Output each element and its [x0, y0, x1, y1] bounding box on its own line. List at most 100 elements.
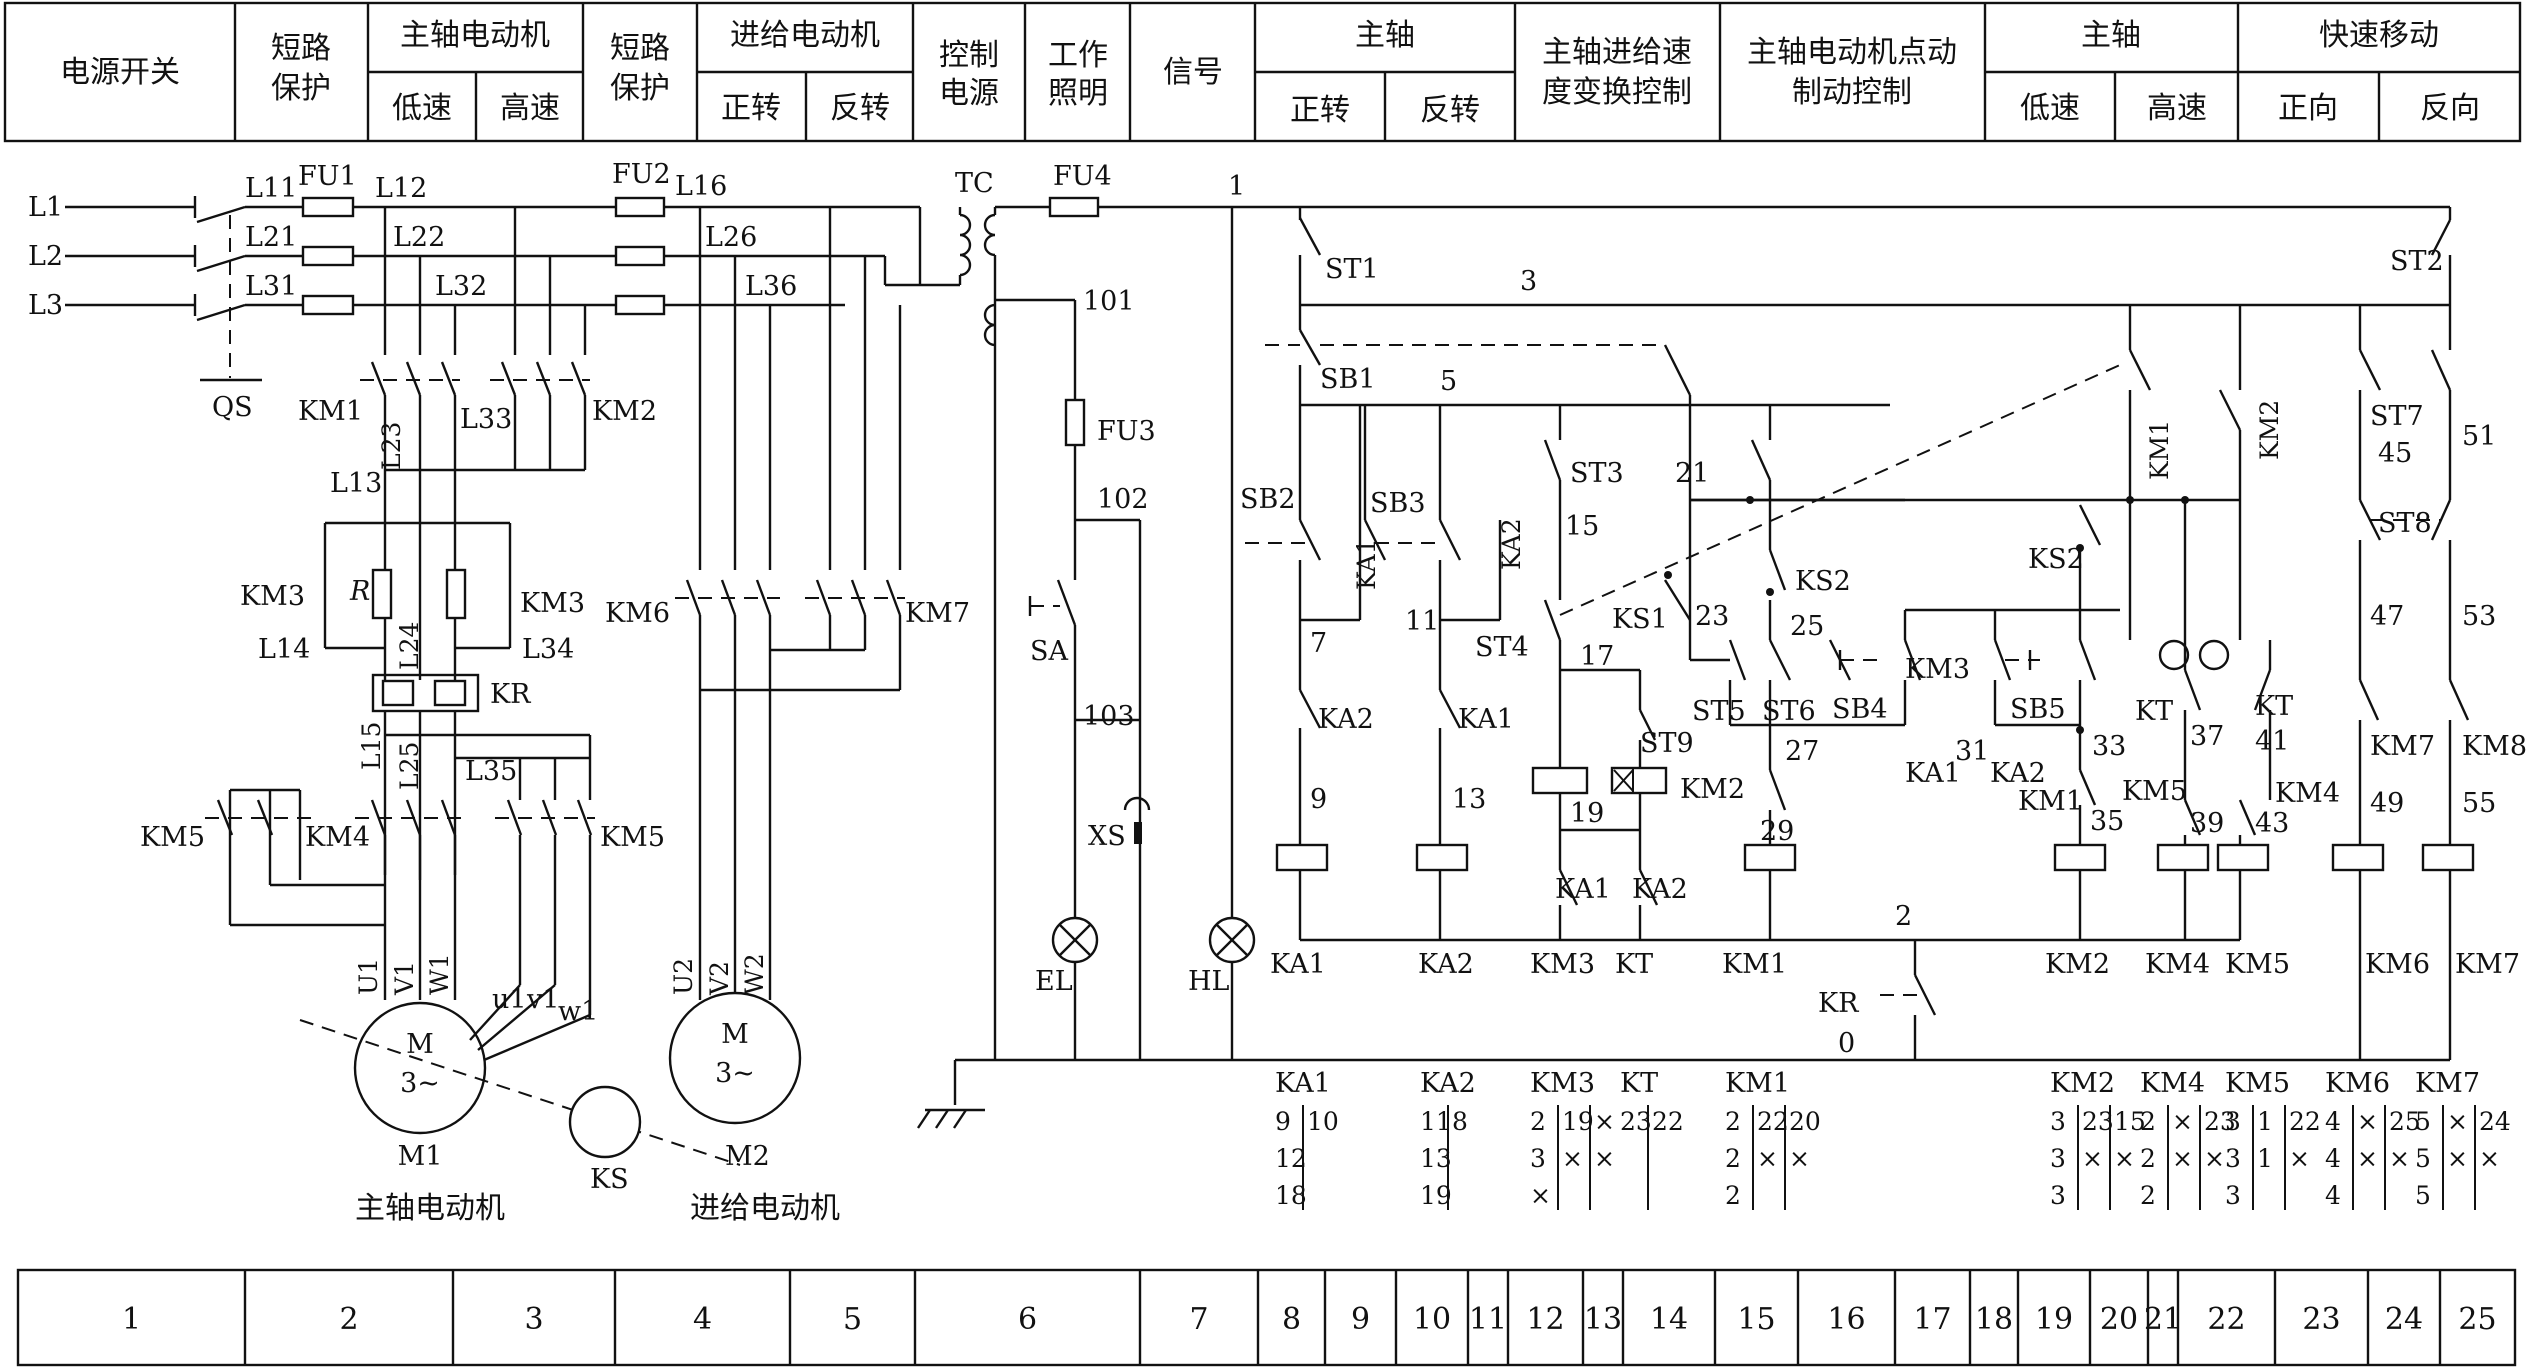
node-45: 45 — [2378, 438, 2412, 469]
label-KA2-hold: KA2 — [1497, 518, 1526, 570]
table-cell-KA2: 13 — [1420, 1144, 1452, 1173]
hdr-spindle2-high: 高速 — [2147, 91, 2207, 126]
label-L26: L26 — [705, 222, 757, 253]
label-KR-contact: KR — [1818, 988, 1859, 1019]
hdr-work-light-a: 工作 — [1048, 38, 1108, 73]
label-L16: L16 — [675, 171, 727, 202]
table-cell-KA2: 8 — [1452, 1107, 1468, 1136]
table-cell-KM3: × — [1562, 1144, 1583, 1173]
label-L22: L22 — [393, 222, 445, 253]
hdr-speed-change-a: 主轴进给速 — [1542, 35, 1692, 70]
table-cell-KM5: 1 — [2257, 1107, 2273, 1136]
label-U1: U1 — [354, 958, 383, 995]
table-cell-KM2: 15 — [2114, 1107, 2146, 1136]
label-KA1-interlock: KA1 — [1458, 704, 1514, 735]
label-KS: KS — [590, 1164, 629, 1195]
label-ST1: ST1 — [1325, 254, 1379, 285]
footer-column-18: 18 — [1975, 1302, 2013, 1337]
table-cell-KM1: × — [1757, 1144, 1778, 1173]
table-title-KM1: KM1 — [1725, 1068, 1790, 1099]
table-cell-KA2: 11 — [1420, 1107, 1452, 1136]
label-KT-contact-left: KT — [2135, 696, 2173, 727]
table-title-KM3: KM3 — [1530, 1068, 1595, 1099]
table-cell-KM6: × — [2389, 1144, 2410, 1173]
footer-column-10: 10 — [1413, 1302, 1451, 1337]
hdr-power-switch: 电源开关 — [60, 55, 180, 90]
label-coil-KM3: KM3 — [1530, 949, 1595, 980]
node-41: 41 — [2255, 726, 2289, 757]
hdr-spindle-1: 主轴 — [1355, 18, 1415, 53]
table-cell-KM3: × — [1530, 1181, 1551, 1210]
table-cell-KM2: × — [2082, 1144, 2103, 1173]
hdr-rapid-forward: 正向 — [2278, 91, 2338, 126]
table-cell-KM4: 2 — [2140, 1107, 2156, 1136]
label-KA1-bottom: KA1 — [1905, 758, 1961, 789]
hdr-spindle-high: 高速 — [500, 91, 560, 126]
motor-m2-symbol — [668, 991, 802, 1125]
table-cell-KA1: 18 — [1275, 1181, 1307, 1210]
coil-KT — [1610, 766, 1668, 795]
table-cell-KA1: 9 — [1275, 1107, 1291, 1136]
label-ST7: ST7 — [2370, 401, 2424, 432]
table-cell-KM1: 2 — [1725, 1181, 1741, 1210]
node-51: 51 — [2462, 421, 2496, 452]
label-W1: W1 — [425, 953, 454, 995]
table-cell-KM7: × — [2447, 1107, 2468, 1136]
coil-KM6 — [2331, 843, 2385, 872]
label-coil-KA2: KA2 — [1418, 949, 1474, 980]
footer-column-23: 23 — [2302, 1302, 2340, 1337]
node-31: 31 — [1955, 736, 1989, 767]
table-cell-KM3: × — [1594, 1144, 1615, 1173]
table-title-KM6: KM6 — [2325, 1068, 2390, 1099]
label-V1: V1 — [390, 961, 419, 996]
table-cell-KM4: × — [2172, 1144, 2193, 1173]
label-L15: L15 — [357, 722, 386, 770]
label-XS: XS — [1088, 821, 1126, 852]
label-coil-KM6: KM6 — [2365, 949, 2430, 980]
footer-column-20: 20 — [2100, 1302, 2138, 1337]
label-L32: L32 — [435, 271, 487, 302]
label-KT-contact-right: KT — [2255, 691, 2293, 722]
table-cell-KM1: 20 — [1789, 1107, 1821, 1136]
footer-column-7: 7 — [1189, 1302, 1208, 1337]
label-KM1: KM1 — [298, 396, 363, 427]
table-cell-KM5: 3 — [2225, 1107, 2241, 1136]
table-cell-KM7: 24 — [2479, 1107, 2511, 1136]
label-M2: M2 — [725, 1141, 770, 1172]
table-cell-KT: 22 — [1652, 1107, 1684, 1136]
footer-column-2: 2 — [339, 1302, 358, 1337]
hdr-work-light-b: 照明 — [1048, 76, 1108, 111]
node-25: 25 — [1790, 611, 1824, 642]
table-cell-KM3: 19 — [1562, 1107, 1594, 1136]
label-L25: L25 — [395, 742, 424, 790]
label-SB3: SB3 — [1370, 488, 1426, 519]
control-circuit: ST1 3 ST2 SB1 5 SB2 KA1 7 KA2 9 KA1 — [1240, 207, 2527, 1062]
speed-relay-ks-symbol — [568, 1085, 642, 1159]
label-L2: L2 — [28, 241, 63, 272]
label-KM7-interlock: KM7 — [2370, 731, 2435, 762]
label-L14: L14 — [258, 634, 310, 665]
label-L35: L35 — [465, 756, 517, 787]
table-cell-KM2: 23 — [2082, 1107, 2114, 1136]
table-cell-KM3: 3 — [1530, 1144, 1546, 1173]
hdr-short-protect-2a: 短路 — [610, 31, 670, 66]
table-cell-KM6: × — [2357, 1144, 2378, 1173]
label-U2: U2 — [669, 958, 698, 995]
m1-symbol-M: M — [406, 1029, 434, 1060]
node-101: 101 — [1083, 286, 1135, 317]
footer-column-8: 8 — [1282, 1302, 1301, 1337]
label-SB4: SB4 — [1832, 694, 1888, 725]
node-7: 7 — [1310, 628, 1327, 659]
label-L31: L31 — [245, 271, 297, 302]
node-47: 47 — [2370, 601, 2404, 632]
label-KM5-interlock: KM5 — [2122, 776, 2187, 807]
coil-KM3 — [1531, 766, 1589, 795]
hdr-spindle-reverse: 反转 — [1420, 93, 1480, 128]
label-M1: M1 — [398, 1141, 443, 1172]
label-L11: L11 — [245, 173, 297, 204]
hdr-spindle-forward: 正转 — [1290, 93, 1350, 128]
label-QS: QS — [212, 392, 253, 423]
label-KA2-contact: KA2 — [1632, 874, 1688, 905]
table-cell-KM6: × — [2357, 1107, 2378, 1136]
